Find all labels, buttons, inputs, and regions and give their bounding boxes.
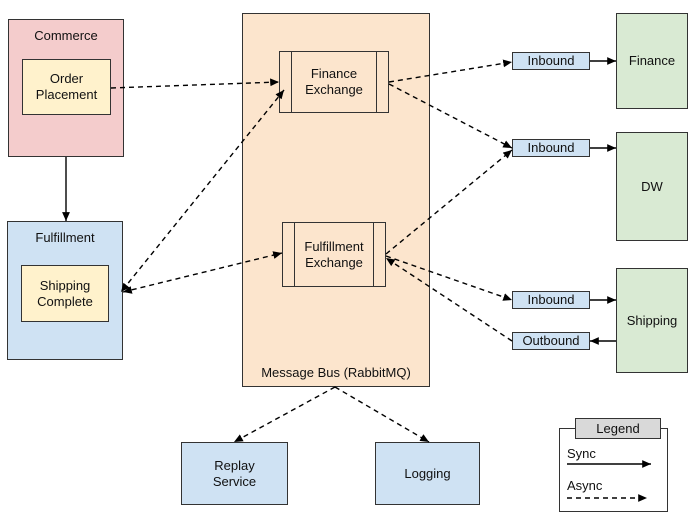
dw-system[interactable]: DW — [616, 132, 688, 241]
shipping-system[interactable]: Shipping — [616, 268, 688, 373]
legend-async-label: Async — [567, 478, 603, 493]
bus-to-replay-service-arrow — [233, 386, 336, 443]
commerce-title: Commerce — [34, 28, 98, 43]
finance-inbound-queue[interactable]: Inbound — [512, 52, 590, 70]
logging-box[interactable]: Logging — [375, 442, 480, 505]
shipping-inbound-queue[interactable]: Inbound — [512, 291, 590, 309]
bus-to-logging-arrow — [334, 386, 430, 443]
fulfillment-title: Fulfillment — [35, 230, 95, 245]
legend-title: Legend — [575, 418, 661, 439]
dw-inbound-queue[interactable]: Inbound — [512, 139, 590, 157]
finance-system[interactable]: Finance — [616, 13, 688, 109]
fulfillment-exchange-label: Fulfillment Exchange — [304, 238, 364, 270]
legend — [559, 428, 668, 512]
shipping-outbound-queue[interactable]: Outbound — [512, 332, 590, 350]
shipping-complete-box[interactable]: Shipping Complete — [21, 265, 109, 322]
message-bus-title: Message Bus (RabbitMQ) — [261, 365, 411, 380]
legend-sync-label: Sync — [567, 446, 596, 461]
order-placement-box[interactable]: Order Placement — [22, 59, 111, 115]
fulfillment-exchange-box[interactable]: Fulfillment Exchange — [282, 222, 386, 287]
replay-service-box[interactable]: Replay Service — [181, 442, 288, 505]
finance-exchange-box[interactable]: Finance Exchange — [279, 51, 389, 113]
finance-exchange-label: Finance Exchange — [305, 66, 363, 97]
